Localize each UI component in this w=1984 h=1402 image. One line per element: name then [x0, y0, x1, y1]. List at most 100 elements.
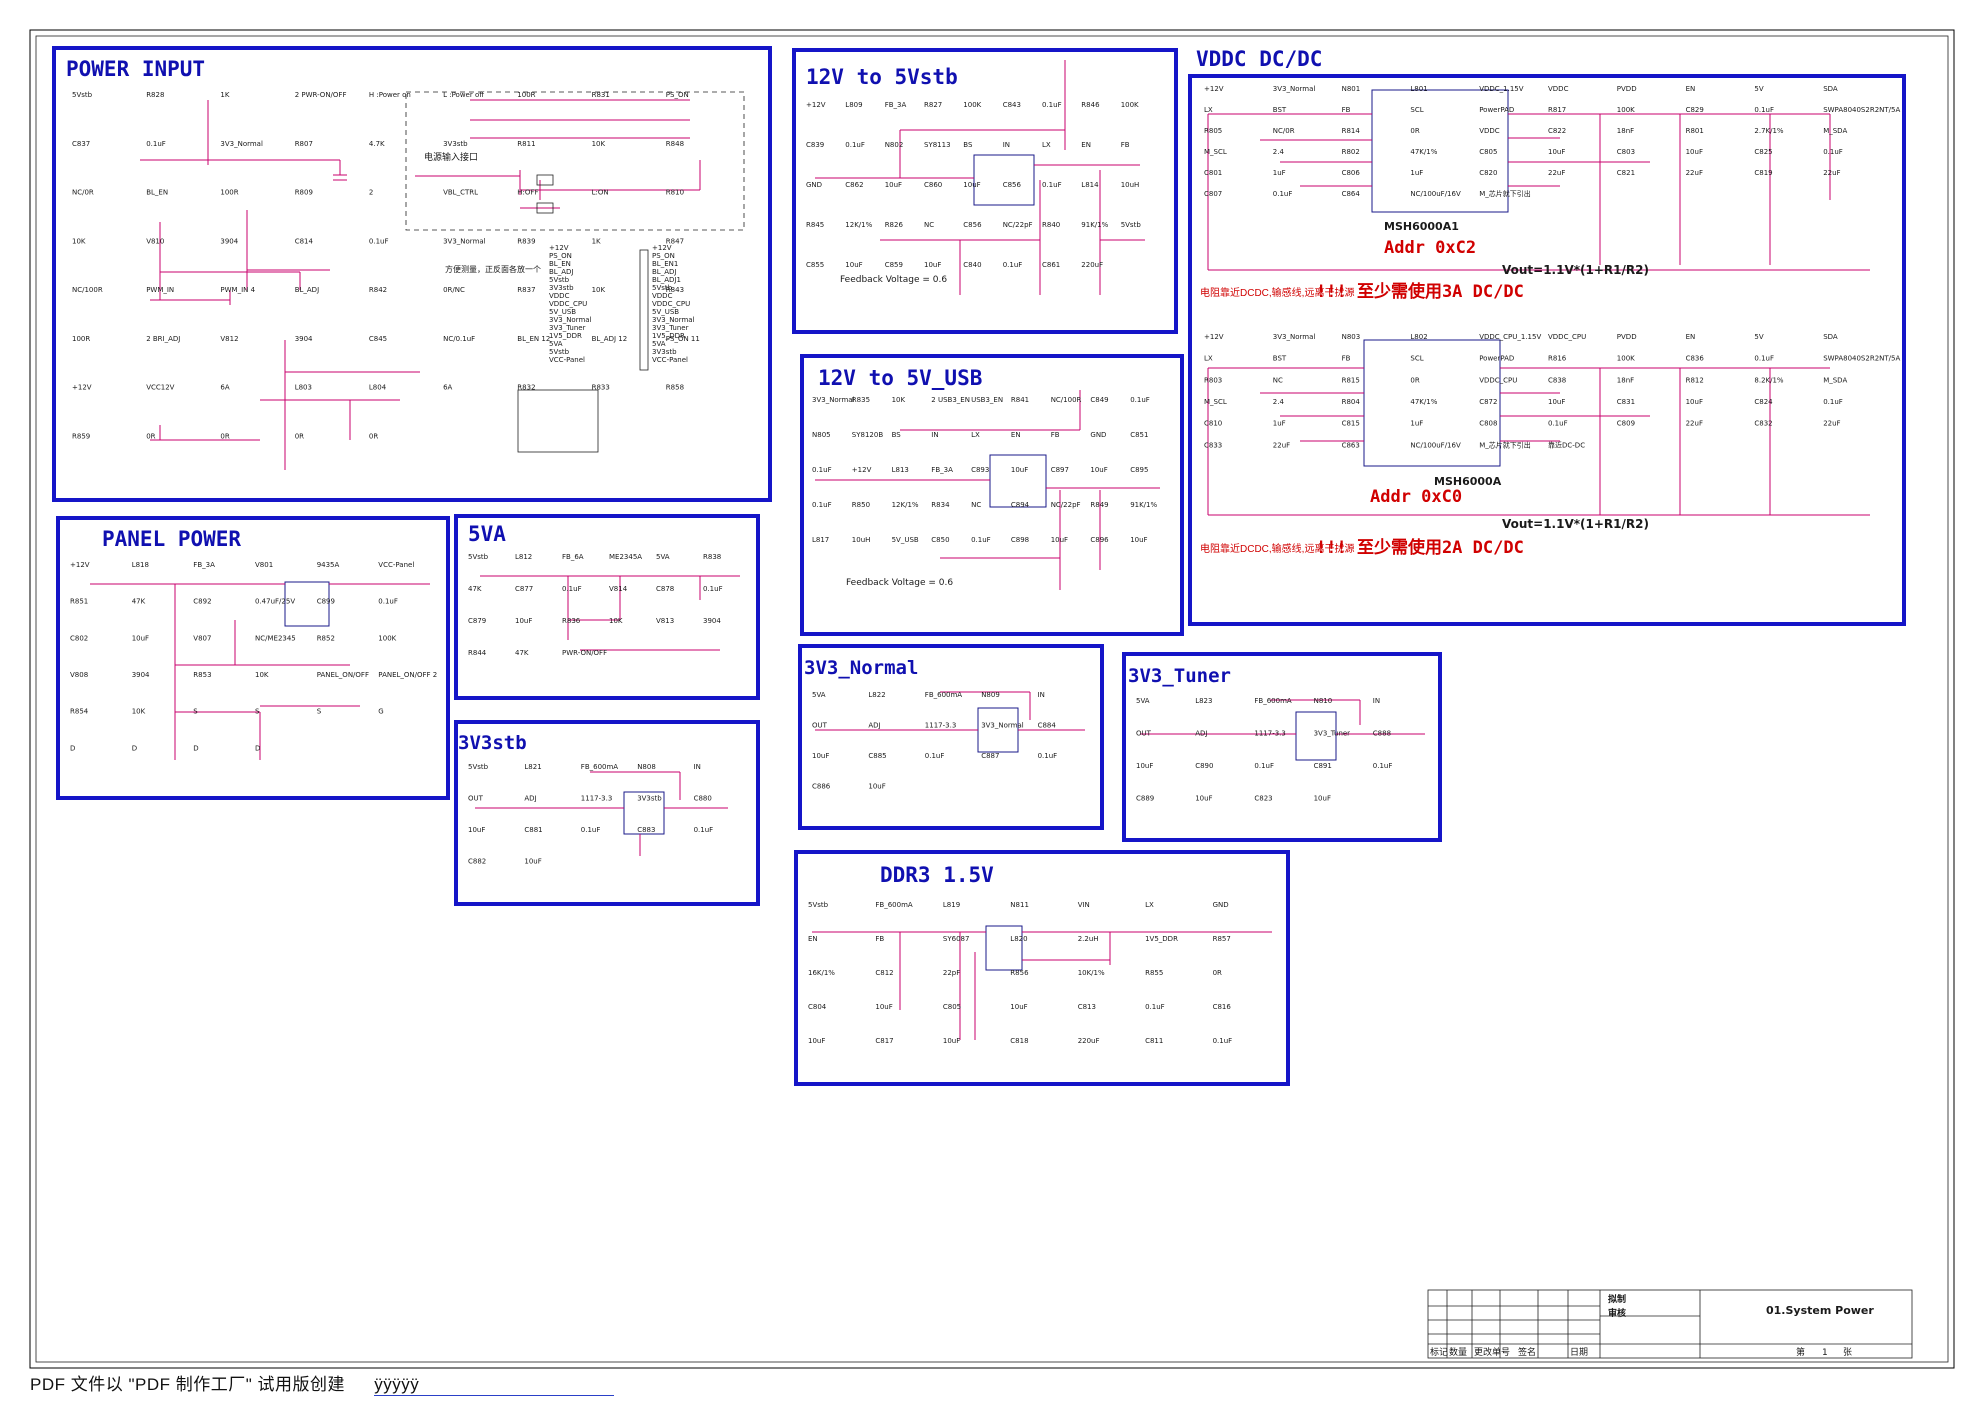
component-label: R814 [1342, 127, 1361, 135]
component-label: 0.1uF [1548, 420, 1568, 428]
component-label: 10uF [808, 1037, 825, 1045]
component-label: C822 [1548, 127, 1566, 135]
component-label: GND [806, 181, 822, 189]
component-label: SCL [1410, 106, 1423, 114]
component-label: 10uF [132, 634, 149, 642]
component-label: C840 [963, 261, 981, 269]
power-input-frame [52, 46, 772, 502]
component-label: C838 [1548, 376, 1566, 384]
vddc-top-formula: Vout=1.1V*(1+R1/R2) [1502, 263, 1649, 277]
component-label: C885 [868, 752, 886, 760]
component-label: BL_ADJ 12 [592, 335, 628, 343]
component-label: 3904 [220, 237, 238, 245]
component-label: C859 [885, 261, 903, 269]
component-label: N811 [1010, 901, 1029, 909]
component-label: 2.4 [1273, 148, 1285, 156]
component-label: C855 [806, 261, 824, 269]
connector-pin-left: 5VA [549, 340, 563, 348]
component-label: 4.7K [369, 140, 385, 148]
component-label: M_SCL [1204, 148, 1227, 156]
component-label: 10K/1% [1078, 969, 1105, 977]
component-label: L823 [1195, 697, 1212, 705]
component-label: PWM_IN [146, 286, 174, 294]
component-label: L821 [524, 763, 541, 771]
component-label: ME2345A [609, 553, 642, 561]
component-label: 10uF [875, 1003, 892, 1011]
component-label: 47K/1% [1410, 398, 1437, 406]
component-label: C856 [1003, 181, 1022, 189]
component-label: VCC12V [146, 384, 174, 392]
component-label: 3V3_Normal [1273, 333, 1316, 341]
component-label: 12K/1% [845, 221, 872, 229]
component-label: FB_3A [931, 466, 953, 474]
connector-pin-right: 5V_USB [652, 308, 679, 316]
component-label: +12V [72, 384, 92, 392]
component-label: PANEL_ON/OFF [317, 671, 369, 679]
component-label: 10uF [1136, 762, 1153, 770]
component-label: 3V3_Normal [812, 396, 855, 404]
component-label: C872 [1479, 398, 1497, 406]
component-label: 5Vstb [72, 91, 93, 99]
component-label: EN [1081, 141, 1091, 149]
component-label: C820 [1479, 169, 1497, 177]
component-label: 1K [220, 91, 229, 99]
component-label: C816 [1213, 1003, 1232, 1011]
component-label: V813 [656, 617, 674, 625]
component-label: D [193, 744, 198, 752]
component-label: R815 [1342, 376, 1360, 384]
component-label: 0.1uF [562, 585, 582, 593]
component-label: 10uF [1686, 398, 1703, 406]
component-label: C837 [72, 140, 90, 148]
connector-pin-left: +12V [549, 244, 569, 252]
connector-pin-left: VDDC_CPU [549, 300, 587, 308]
component-label: C850 [931, 536, 949, 544]
component-label: 0.1uF [1038, 752, 1058, 760]
vddc-top-warn-big: !!! 至少需使用3A DC/DC [1316, 281, 1524, 302]
component-label: USB3_EN [971, 396, 1003, 404]
connector-pin-right: 5VA [652, 340, 666, 348]
component-label: 22uF [1548, 169, 1565, 177]
component-label: C899 [317, 598, 335, 606]
component-label: 10uF [1548, 148, 1565, 156]
component-label: R842 [369, 286, 387, 294]
component-label: C884 [1038, 722, 1057, 730]
component-label: C809 [1617, 420, 1635, 428]
component-label: PowerPAD [1479, 355, 1514, 363]
component-label: C882 [468, 858, 486, 866]
component-label: V812 [220, 335, 238, 343]
component-label: R846 [1081, 101, 1100, 109]
n809-chip [977, 707, 1019, 753]
component-label: R850 [852, 501, 870, 509]
component-label: C801 [1204, 169, 1222, 177]
component-label: PANEL_ON/OFF 2 [378, 671, 437, 679]
component-label: H:OFF [517, 189, 538, 197]
component-label: 220uF [1078, 1037, 1100, 1045]
component-label: R853 [193, 671, 211, 679]
n810-chip [1295, 711, 1337, 761]
component-label: 2.7K/1% [1754, 127, 1784, 135]
component-label: R833 [592, 384, 610, 392]
pdf-footer-link[interactable]: ÿÿÿÿÿ [374, 1375, 615, 1396]
component-label: R849 [1090, 501, 1108, 509]
component-label: R827 [924, 101, 942, 109]
component-label: R817 [1548, 106, 1566, 114]
component-label: C833 [1204, 441, 1222, 449]
12v-5vstb-title: 12V to 5Vstb [806, 65, 958, 89]
component-label: 10uH [852, 536, 871, 544]
component-label: PVDD [1617, 333, 1637, 341]
component-label: 2.2uH [1078, 935, 1099, 943]
panel-power-title: PANEL POWER [102, 527, 241, 551]
component-label: R841 [1011, 396, 1029, 404]
component-label: R826 [885, 221, 904, 229]
component-label: 3V3_Normal [443, 237, 486, 245]
component-label: NC/100R [1051, 396, 1082, 404]
component-label: C817 [875, 1037, 893, 1045]
component-label: C849 [1090, 396, 1108, 404]
component-label: C805 [943, 1003, 961, 1011]
component-label: 10K [592, 286, 606, 294]
component-label: 0R [146, 432, 155, 440]
